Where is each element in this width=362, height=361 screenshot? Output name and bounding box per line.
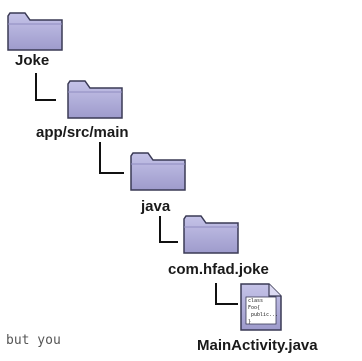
folder-icon — [183, 215, 239, 254]
connector-line — [99, 142, 124, 174]
file-snippet: class Foo{ public... } — [248, 298, 279, 326]
file-icon — [240, 283, 282, 331]
handwritten-note: but you — [6, 333, 61, 348]
folder-label-java: java — [141, 198, 171, 215]
folder-icon — [67, 80, 123, 119]
connector-line — [159, 216, 178, 243]
file-label-mainactivity: MainActivity.java — [197, 337, 318, 354]
file-snippet-line: public... — [251, 312, 279, 318]
folder-icon — [7, 12, 63, 51]
folder-icon — [130, 152, 186, 191]
folder-label-joke: Joke — [15, 52, 50, 69]
folder-label-app-src-main: app/src/main — [36, 124, 129, 141]
folder-label-package: com.hfad.joke — [168, 261, 269, 278]
file-snippet-line: class Foo{ — [248, 298, 264, 311]
connector-line — [35, 73, 56, 101]
connector-line — [215, 283, 238, 305]
file-snippet-line: } — [248, 319, 252, 325]
